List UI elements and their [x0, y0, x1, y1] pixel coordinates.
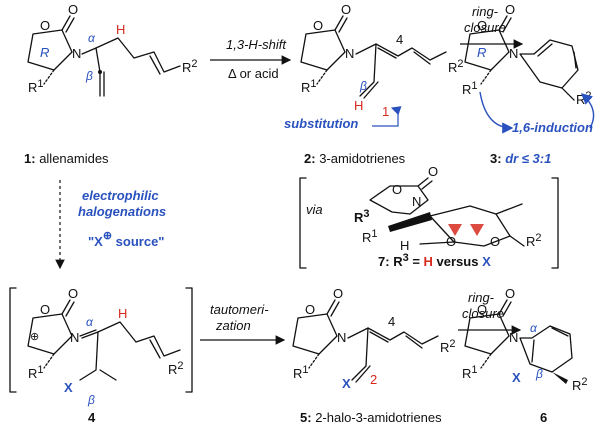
plus-charge: ⊕	[30, 331, 39, 343]
arrow-2-label-top2: closure	[464, 20, 506, 35]
compound-5-label: 5: 2-halo-3-amidotrienes	[300, 410, 442, 425]
atom-r2: R2	[168, 360, 184, 377]
stereo-r-label: R	[477, 45, 486, 60]
arrow-1-label-bottom: Δ or acid	[228, 66, 279, 81]
atom-h: H	[400, 238, 409, 253]
atom-r1: R1	[462, 80, 478, 97]
label-beta: β	[85, 69, 93, 83]
atom-r1: R1	[28, 364, 44, 381]
atom-r1: R1	[293, 364, 309, 381]
label-c2: 2	[370, 372, 377, 387]
via-label: via	[306, 202, 323, 217]
atom-x: X	[512, 370, 521, 385]
atom-r2: R2	[526, 232, 542, 249]
arrow-2-label-top1: ring-	[472, 4, 499, 19]
arrow-3-label-top2: zation	[215, 318, 251, 333]
atom-r2: R2	[576, 90, 592, 107]
compound-7-label: 7: R3 = H versus X	[378, 252, 491, 269]
atom-h-red: H	[118, 306, 127, 321]
atom-r3: R3	[354, 208, 370, 225]
compound-3-label: 3: dr ≤ 3:1	[490, 151, 551, 166]
atom-o-ring: O	[477, 18, 487, 33]
atom-n: N	[72, 46, 81, 61]
compound-1-label: 1: allenamides	[24, 151, 109, 166]
label-beta: β	[359, 79, 367, 93]
atom-o-ring: O	[313, 18, 323, 33]
label-alpha: α	[88, 31, 96, 45]
atom-h-red: H	[116, 22, 125, 37]
atom-r1: R1	[362, 228, 378, 245]
compound-6-structure: O O N R1 α β X R2	[462, 286, 588, 393]
compound-6-label: 6	[540, 410, 547, 425]
arrow-4-label-top1: ring-	[468, 290, 495, 305]
atom-r2: R2	[448, 58, 464, 75]
atom-n: N	[70, 330, 79, 345]
compound-3-structure: O O N R R1 R2	[462, 2, 592, 107]
compound-5-structure: O O N R1 4 X 2 R2	[292, 286, 456, 391]
compound-4-structure: O O N ⊕ α R1 H X β R2	[9, 286, 193, 407]
transition-state-7: via O O N O O R3 R1 H R2	[299, 164, 559, 269]
atom-r2: R2	[440, 338, 456, 355]
atom-r1: R1	[301, 78, 317, 95]
atom-o-carbonyl: O	[68, 2, 78, 17]
atom-n: N	[412, 194, 421, 209]
atom-o-carbonyl: O	[428, 164, 438, 179]
label-c4: 4	[396, 32, 403, 47]
arrow-3-label-top1: tautomeri-	[210, 302, 269, 317]
arrow-1-label-top: 1,3-H-shift	[226, 37, 287, 52]
atom-n: N	[345, 46, 354, 61]
atom-o-lobe-1: O	[446, 234, 456, 249]
induction-arrow-right	[580, 93, 595, 129]
atom-o: O	[392, 182, 402, 197]
label-c1: 1	[382, 104, 389, 119]
atom-o-lobe-2: O	[490, 234, 500, 249]
atom-r2: R2	[572, 376, 588, 393]
atom-x: X	[342, 376, 351, 391]
down-arrow-label-2: halogenations	[78, 204, 166, 219]
atom-h-red: H	[354, 98, 363, 113]
substitution-annotation: substitution	[284, 116, 358, 131]
compound-2-structure: O O N R1 4 β H 1 R2	[300, 2, 464, 119]
induction-arrow-left	[479, 91, 514, 134]
atom-o-ring: O	[40, 302, 50, 317]
atom-o-ring: O	[477, 302, 487, 317]
compound-2-label: 2: 3-amidotrienes	[304, 151, 406, 166]
atom-o-ring: O	[40, 18, 50, 33]
atom-o-carbonyl: O	[68, 286, 78, 301]
compound-1-structure: O O N R R1 α β H R2	[27, 2, 198, 97]
atom-n: N	[509, 46, 518, 61]
down-arrow-label-1: electrophilic	[82, 188, 159, 203]
orbital-lobes	[448, 224, 484, 236]
label-beta: β	[87, 393, 95, 407]
stereo-r-label: R	[40, 45, 49, 60]
label-beta: β	[535, 367, 543, 381]
atom-o-carbonyl: O	[505, 2, 515, 17]
induction-annotation: 1,6-induction	[512, 120, 593, 135]
atom-o-carbonyl: O	[333, 286, 343, 301]
atom-r1: R1	[462, 364, 478, 381]
atom-r2: R2	[182, 58, 198, 75]
substitution-arrow	[372, 106, 402, 127]
atom-x: X	[64, 380, 73, 395]
atom-o-carbonyl: O	[341, 2, 351, 17]
atom-o-ring: O	[305, 302, 315, 317]
wedge-bond	[388, 212, 432, 232]
atom-n: N	[337, 330, 346, 345]
label-alpha: α	[86, 315, 94, 329]
down-arrow-label-3: "X⊕ source"	[88, 230, 164, 249]
atom-n: N	[509, 330, 518, 345]
compound-4-label: 4	[88, 410, 96, 425]
wedge-bond	[552, 372, 568, 384]
label-alpha: α	[530, 321, 538, 335]
atom-r1: R1	[28, 78, 44, 95]
atom-o-carbonyl: O	[505, 286, 515, 301]
label-c4: 4	[388, 314, 395, 329]
